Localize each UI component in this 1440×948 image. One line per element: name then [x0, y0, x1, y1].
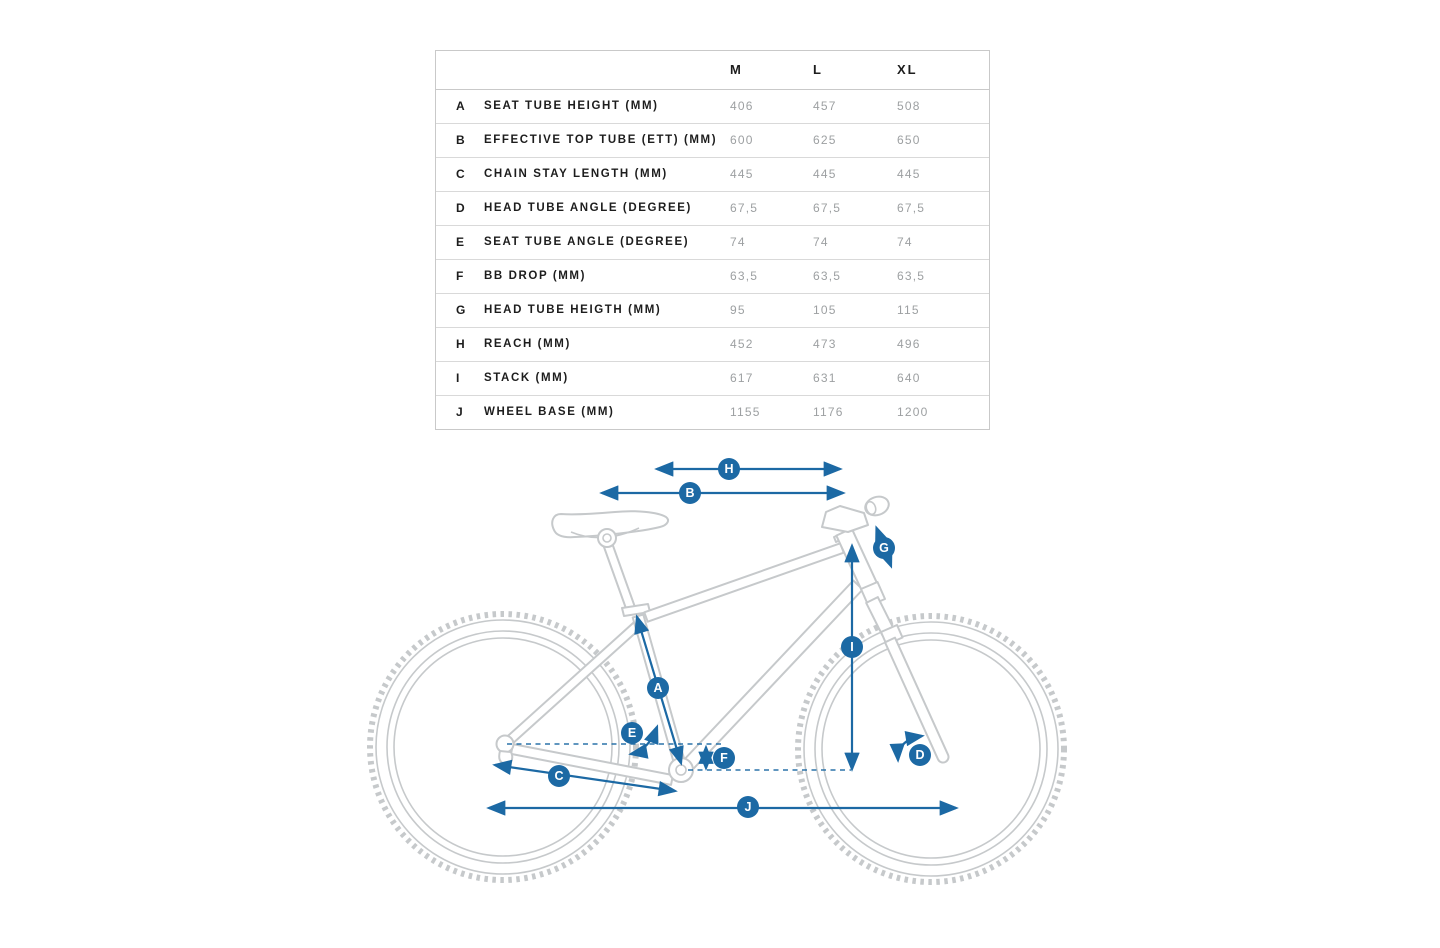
- row-label: BB DROP (MM): [484, 270, 587, 282]
- down-tube: [682, 579, 864, 771]
- row-value-m: 63,5: [730, 269, 759, 283]
- row-value-xl: 640: [897, 371, 921, 385]
- row-value-l: 631: [813, 371, 837, 385]
- row-key: I: [456, 371, 461, 385]
- dimension-marker-i: I: [841, 636, 863, 658]
- row-label: HEAD TUBE HEIGTH (MM): [484, 304, 662, 316]
- column-header-xl: XL: [897, 62, 918, 77]
- row-value-l: 445: [813, 167, 837, 181]
- table-row: A SEAT TUBE HEIGHT (MM) 406 457 508: [436, 90, 989, 124]
- row-value-l: 63,5: [813, 269, 842, 283]
- dimension-marker-f: F: [713, 747, 735, 769]
- table-row: H REACH (MM) 452 473 496: [436, 328, 989, 362]
- table-row: G HEAD TUBE HEIGTH (MM) 95 105 115: [436, 294, 989, 328]
- dimension-marker-b: B: [679, 482, 701, 504]
- row-label: SEAT TUBE ANGLE (DEGREE): [484, 236, 690, 248]
- dimension-marker-a: A: [647, 677, 669, 699]
- row-value-xl: 496: [897, 337, 921, 351]
- row-value-l: 457: [813, 99, 837, 113]
- dimension-marker-e: E: [621, 722, 643, 744]
- head-tube: [835, 527, 878, 591]
- row-value-m: 406: [730, 99, 754, 113]
- dimension-marker-h: H: [718, 458, 740, 480]
- row-key: B: [456, 133, 466, 147]
- dimension-marker-c: C: [548, 765, 570, 787]
- saddle: [551, 510, 669, 539]
- derailleur-hanger: [498, 750, 514, 765]
- front-wheel: [795, 613, 1067, 885]
- row-value-l: 473: [813, 337, 837, 351]
- stem: [821, 505, 869, 533]
- column-header-m: M: [730, 62, 743, 77]
- arrow-E-seat-tube-angle: [628, 724, 659, 759]
- row-value-xl: 1200: [897, 405, 929, 419]
- row-value-m: 617: [730, 371, 754, 385]
- row-key: C: [456, 167, 466, 181]
- row-key: F: [456, 269, 465, 283]
- row-key: A: [456, 99, 466, 113]
- table-row: D HEAD TUBE ANGLE (DEGREE) 67,5 67,5 67,5: [436, 192, 989, 226]
- dimension-marker-g: G: [873, 537, 895, 559]
- table-row: B EFFECTIVE TOP TUBE (ETT) (MM) 600 625 650: [436, 124, 989, 158]
- table-row: J WHEEL BASE (MM) 1155 1176 1200: [436, 396, 989, 429]
- dimension-marker-d: D: [909, 744, 931, 766]
- row-value-xl: 74: [897, 235, 913, 249]
- row-value-xl: 115: [897, 303, 920, 317]
- dimension-marker-j: J: [737, 796, 759, 818]
- column-header-l: L: [813, 62, 823, 77]
- arrow-C-chain-stay: [492, 759, 678, 797]
- table-header: M L XL: [436, 51, 989, 90]
- table-row: E SEAT TUBE ANGLE (DEGREE) 74 74 74: [436, 226, 989, 260]
- row-label: EFFECTIVE TOP TUBE (ETT) (MM): [484, 134, 718, 146]
- row-value-l: 625: [813, 133, 837, 147]
- row-value-m: 74: [730, 235, 746, 249]
- row-label: CHAIN STAY LENGTH (MM): [484, 168, 668, 180]
- row-value-xl: 508: [897, 99, 921, 113]
- seatpost: [602, 542, 638, 615]
- table-row: F BB DROP (MM) 63,5 63,5 63,5: [436, 260, 989, 294]
- row-value-xl: 63,5: [897, 269, 926, 283]
- row-label: STACK (MM): [484, 372, 569, 384]
- top-tube: [643, 542, 845, 623]
- front-tire-tread: [795, 613, 1067, 885]
- row-value-l: 74: [813, 235, 829, 249]
- row-key: E: [456, 235, 466, 249]
- row-key: J: [456, 405, 464, 419]
- fork-leg: [884, 636, 950, 764]
- row-value-l: 67,5: [813, 201, 842, 215]
- fork-brace: [880, 624, 904, 646]
- row-label: REACH (MM): [484, 338, 571, 350]
- arrow-D-head-tube-angle: [889, 730, 925, 763]
- table-row: C CHAIN STAY LENGTH (MM) 445 445 445: [436, 158, 989, 192]
- row-label: SEAT TUBE HEIGHT (MM): [484, 100, 659, 112]
- table-row: I STACK (MM) 617 631 640: [436, 362, 989, 396]
- row-label: WHEEL BASE (MM): [484, 406, 615, 418]
- seatpost-clamp: [597, 528, 617, 548]
- row-value-xl: 445: [897, 167, 921, 181]
- row-value-m: 67,5: [730, 201, 759, 215]
- row-value-l: 1176: [813, 405, 844, 419]
- row-value-xl: 650: [897, 133, 921, 147]
- row-value-l: 105: [813, 303, 837, 317]
- row-key: H: [456, 337, 466, 351]
- row-key: D: [456, 201, 466, 215]
- row-value-m: 600: [730, 133, 754, 147]
- row-key: G: [456, 303, 467, 317]
- row-value-m: 452: [730, 337, 754, 351]
- row-value-xl: 67,5: [897, 201, 926, 215]
- row-value-m: 445: [730, 167, 754, 181]
- row-value-m: 1155: [730, 405, 761, 419]
- row-label: HEAD TUBE ANGLE (DEGREE): [484, 202, 692, 214]
- row-value-m: 95: [730, 303, 746, 317]
